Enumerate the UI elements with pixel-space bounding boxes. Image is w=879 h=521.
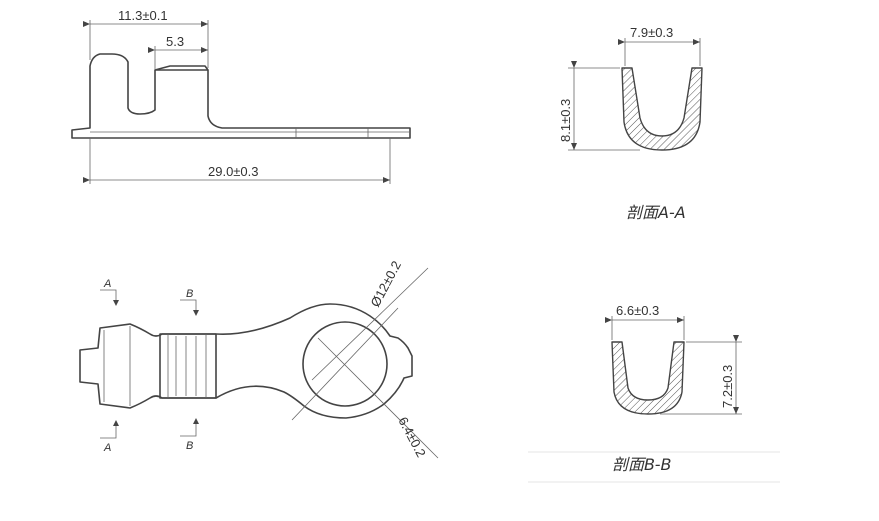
section-b-profile xyxy=(611,341,685,415)
section-a-width-label: 7.9±0.3 xyxy=(630,25,673,40)
section-arrow-a-top xyxy=(100,289,117,302)
section-a-height-label: 8.1±0.3 xyxy=(558,99,573,142)
section-mark-b-top: B xyxy=(186,288,193,300)
ring-hole xyxy=(302,321,388,407)
hole-dia-label: 6.4±0.2 xyxy=(395,414,429,459)
section-a-profile xyxy=(621,67,703,151)
side-view-outline xyxy=(71,53,411,139)
section-b-b: 6.6±0.3 7.2±0.3 剖面B-B xyxy=(528,303,780,483)
section-arrow-a-bottom xyxy=(100,424,117,439)
dim-length-label: 29.0±0.3 xyxy=(208,164,259,179)
side-view: 11.3±0.1 5.3 29.0±0.3 xyxy=(71,8,411,184)
section-mark-b-bottom: B xyxy=(186,440,193,452)
section-b-height-label: 7.2±0.3 xyxy=(720,365,735,408)
leader-hole-dia xyxy=(317,337,439,459)
section-b-width-label: 6.6±0.3 xyxy=(616,303,659,318)
section-arrow-b-bottom xyxy=(180,422,197,437)
outer-dia-label: Ø12±0.2 xyxy=(367,258,404,309)
section-arrow-b-top xyxy=(180,299,197,312)
ring-center-line xyxy=(291,307,399,421)
section-mark-a-bottom: A xyxy=(103,442,111,454)
plan-view: Ø12±0.2 6.4±0.2 A A B B xyxy=(79,258,439,460)
section-b-caption: 剖面B-B xyxy=(612,455,671,474)
dim-top-label: 11.3±0.1 xyxy=(118,8,168,23)
dim-slot-label: 5.3 xyxy=(166,34,184,49)
leader-outer-dia xyxy=(311,267,429,381)
section-a-caption: 剖面A-A xyxy=(626,203,686,222)
section-a-a: 7.9±0.3 8.1±0.3 剖面A-A xyxy=(558,25,703,222)
section-mark-a-top: A xyxy=(103,278,111,290)
crimp-barrel xyxy=(159,333,217,399)
crimp-wing-edge xyxy=(154,65,209,71)
